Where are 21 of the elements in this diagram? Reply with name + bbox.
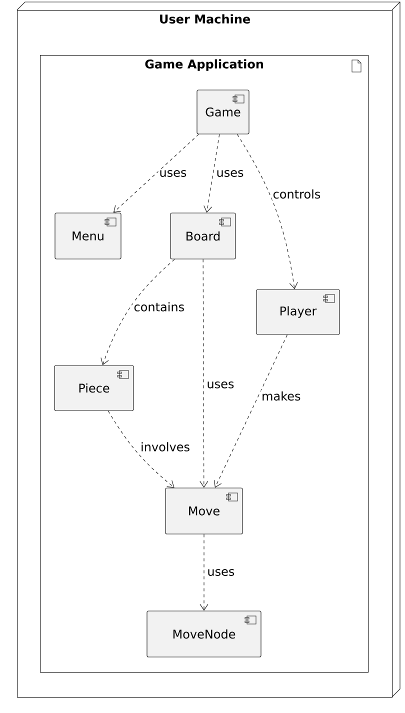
- component-box: Menu: [54, 212, 122, 260]
- component-box: Game: [196, 90, 250, 134]
- component-box: Piece: [54, 365, 134, 411]
- arrow: [100, 259, 175, 366]
- edge-label: involves: [140, 441, 191, 452]
- arrow: [236, 134, 298, 290]
- arrow: [200, 534, 208, 611]
- arrow: [214, 334, 288, 488]
- edge-label: uses: [158, 169, 188, 178]
- arrow: [204, 134, 220, 213]
- component-box: Player: [256, 289, 340, 335]
- arrow: [200, 259, 208, 488]
- edge-label: uses: [206, 568, 236, 577]
- component-box: MoveNode: [146, 610, 262, 658]
- edge-label: makes: [260, 390, 302, 402]
- component-box: Board: [170, 212, 236, 260]
- edge-label: contains: [132, 301, 186, 312]
- arrow: [113, 134, 200, 213]
- edge-label: uses: [215, 169, 245, 178]
- arrow: [108, 410, 174, 488]
- component-box: Move: [165, 488, 243, 534]
